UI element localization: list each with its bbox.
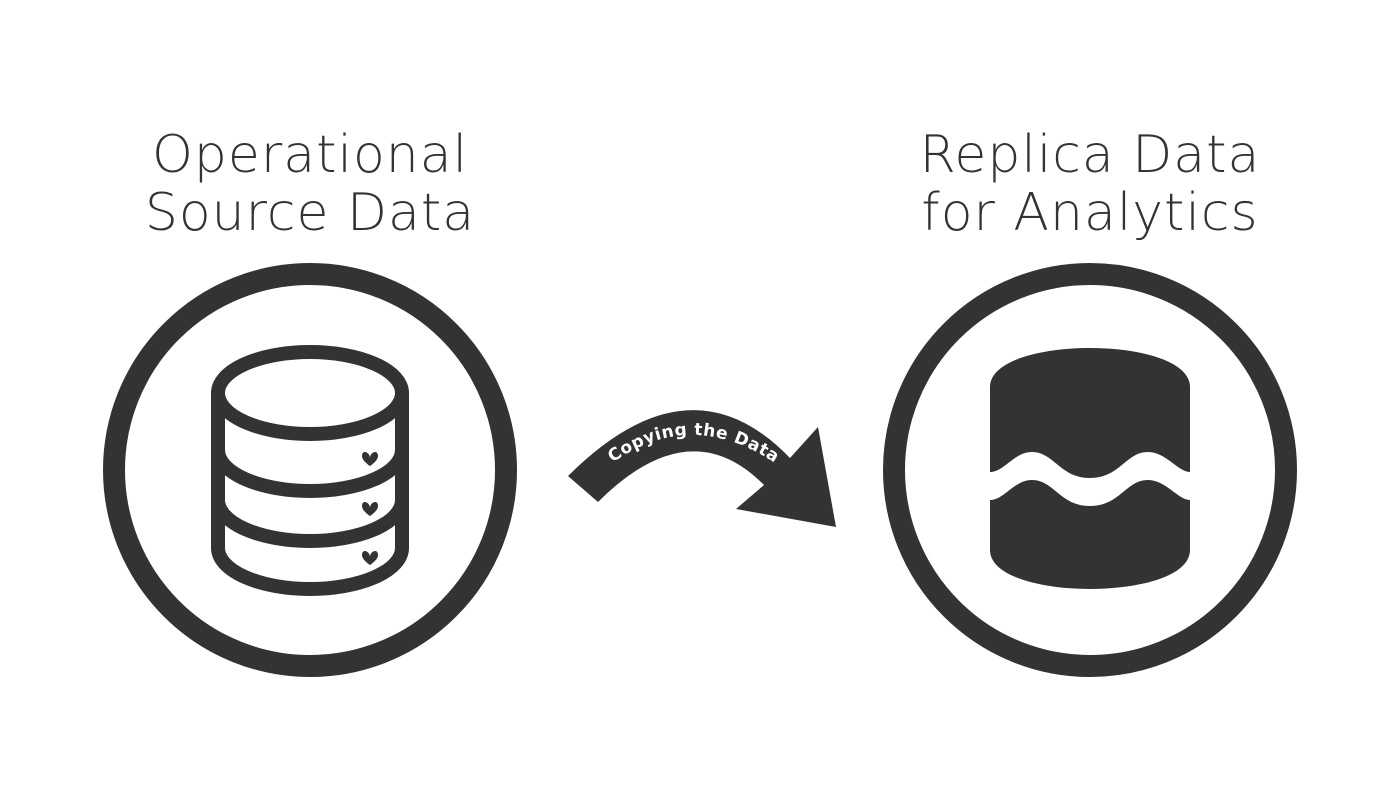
heart-icon bbox=[362, 550, 378, 565]
replica-title-line-1: Replica Data bbox=[919, 125, 1261, 185]
source-data-title: Operational Source Data bbox=[50, 126, 570, 242]
replica-title-line-2: for Analytics bbox=[921, 183, 1259, 243]
replica-database-lower-icon bbox=[990, 480, 1190, 589]
curved-arrow-shape bbox=[568, 410, 836, 527]
heart-icon bbox=[362, 451, 378, 466]
source-database-group bbox=[103, 263, 517, 677]
database-icon bbox=[211, 345, 409, 596]
source-circle bbox=[103, 263, 517, 677]
copy-arrow: Copying the Data bbox=[568, 410, 836, 527]
source-title-line-1: Operational bbox=[151, 125, 469, 185]
replica-database-group bbox=[883, 263, 1297, 677]
replica-circle bbox=[883, 263, 1297, 677]
replica-database-upper-icon bbox=[990, 348, 1190, 478]
heart-icons bbox=[362, 451, 378, 565]
replica-data-title: Replica Data for Analytics bbox=[830, 126, 1350, 242]
heart-icon bbox=[362, 501, 378, 516]
source-title-line-2: Source Data bbox=[144, 183, 476, 243]
